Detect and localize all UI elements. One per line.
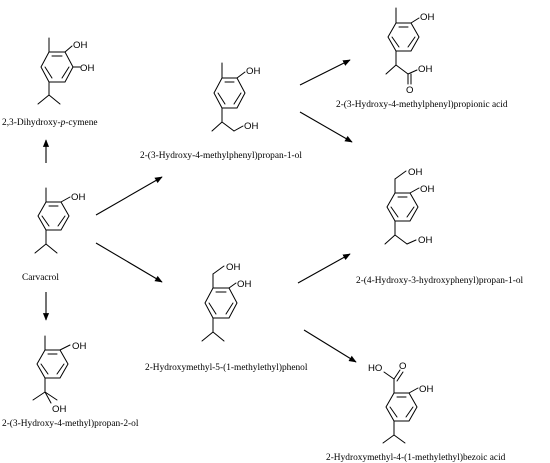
- molecule-propionic-acid: OH OH O 2-(3-Hydroxy-4-methylphenyl)prop…: [336, 7, 508, 110]
- bond-skeleton: [32, 335, 71, 404]
- arrow-propanol-to-hydroxy-propanol: [299, 111, 353, 143]
- atom-oh-methylol: OH: [226, 262, 240, 273]
- atom-oh-ring: OH: [419, 384, 433, 395]
- bond-skeleton: [384, 170, 420, 245]
- bond-skeleton: [385, 7, 420, 85]
- atom-oh-lower: OH: [80, 63, 94, 74]
- arrow-carvacrol-to-hydroxymethyl-phenol: [95, 242, 163, 283]
- bond-skeleton: [34, 187, 71, 254]
- molecule-dihydroxy-cymene: OH OH 2,3-Dihydroxy-p-cymene: [2, 37, 98, 128]
- molecule-propan-1-ol: OH OH 2-(3-Hydroxy-4-methylphenyl)propan…: [140, 62, 302, 161]
- arrow-carvacrol-to-propanol: [95, 176, 163, 216]
- label-dihydroxy-cymene-italic: p: [60, 118, 66, 128]
- bond-skeleton: [37, 37, 81, 105]
- atom-oh-ring: OH: [420, 12, 434, 23]
- atom-oh: OH: [71, 192, 85, 203]
- atom-oh-acid: OH: [418, 64, 432, 75]
- label-propan-2-ol: 2-(3-Hydroxy-4-methyl)propan-2-ol: [2, 418, 139, 429]
- label-bezoic-acid: 2-Hydroxymethyl-4-(1-methylethyl)bezoic …: [326, 452, 506, 463]
- arrow-phenol-to-hydroxy-propanol: [297, 253, 351, 284]
- label-propan-1-ol: 2-(3-Hydroxy-4-methylphenyl)propan-1-ol: [140, 150, 302, 161]
- atom-oh-ring: OH: [237, 279, 251, 290]
- atom-oh-ring: OH: [420, 184, 434, 195]
- label-dihydroxy-cymene-part2: -cymene: [65, 118, 97, 128]
- label-propionic-acid: 2-(3-Hydroxy-4-methylphenyl)propionic ac…: [336, 99, 508, 110]
- atom-ho-acid: HO: [368, 363, 382, 374]
- molecule-hydroxymethyl-phenol: OH OH 2-Hydroxymethyl-5-(1-methylethyl)p…: [145, 262, 308, 373]
- label-dihydroxy-cymene-part1: 2,3-Dihydroxy-: [2, 118, 61, 128]
- label-hydroxy-propan-1-ol: 2-(4-Hydroxy-3-hydroxyphenyl)propan-1-ol: [356, 275, 524, 286]
- atom-oh-ring: OH: [246, 66, 260, 77]
- atom-oh-primary: OH: [244, 121, 258, 132]
- bond-skeleton: [382, 369, 419, 444]
- molecule-carvacrol: OH Carvacrol: [22, 187, 85, 283]
- arrow-phenol-to-bezoic: [303, 329, 357, 363]
- atom-oh-tertiary: OH: [52, 404, 66, 415]
- atom-oh-upper: OH: [73, 40, 87, 51]
- molecule-bezoic-acid: HO O OH 2-Hydroxymethyl-4-(1-methylethyl…: [326, 361, 506, 463]
- label-dihydroxy-cymene: 2,3-Dihydroxy-p-cymene: [2, 118, 98, 128]
- molecule-hydroxy-propan-1-ol: OH OH OH 2-(4-Hydroxy-3-hydroxyphenyl)pr…: [356, 167, 524, 286]
- bond-skeleton: [201, 265, 238, 342]
- label-hydroxymethyl-phenol: 2-Hydroxymethyl-5-(1-methylethyl)phenol: [145, 362, 308, 373]
- arrow-propanol-to-propionic: [299, 59, 351, 86]
- bond-skeleton: [211, 62, 246, 132]
- label-carvacrol: Carvacrol: [22, 273, 59, 283]
- atom-oh-ring: OH: [72, 341, 86, 352]
- molecule-propan-2-ol: OH OH 2-(3-Hydroxy-4-methyl)propan-2-ol: [2, 335, 139, 429]
- atom-oh-methylol: OH: [408, 167, 422, 178]
- reaction-arrows: [42, 59, 357, 363]
- atom-o-carbonyl: O: [399, 361, 406, 372]
- atom-oh-primary: OH: [418, 235, 432, 246]
- atom-o-carbonyl: O: [406, 85, 413, 96]
